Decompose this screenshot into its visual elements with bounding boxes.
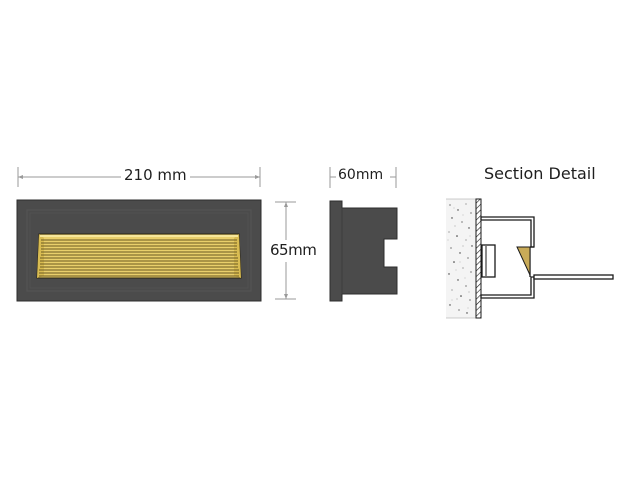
step-tread [533, 274, 614, 280]
depth-dimension-line [329, 167, 397, 188]
height-dimension-line [275, 201, 296, 300]
section-detail [446, 198, 614, 319]
section-detail-title: Section Detail [484, 164, 596, 183]
driver-block [481, 244, 496, 278]
reflector [516, 246, 531, 276]
concrete-wall [446, 198, 476, 319]
face-plate [475, 198, 482, 319]
fixture-body-side [329, 200, 398, 302]
width-label: 210 mm [121, 168, 190, 183]
front-view [16, 167, 296, 302]
side-view [329, 167, 398, 302]
housing [480, 216, 535, 248]
depth-label: 60mm [338, 167, 384, 183]
louvre-lens [36, 233, 242, 279]
height-label: 65mm [270, 241, 317, 259]
